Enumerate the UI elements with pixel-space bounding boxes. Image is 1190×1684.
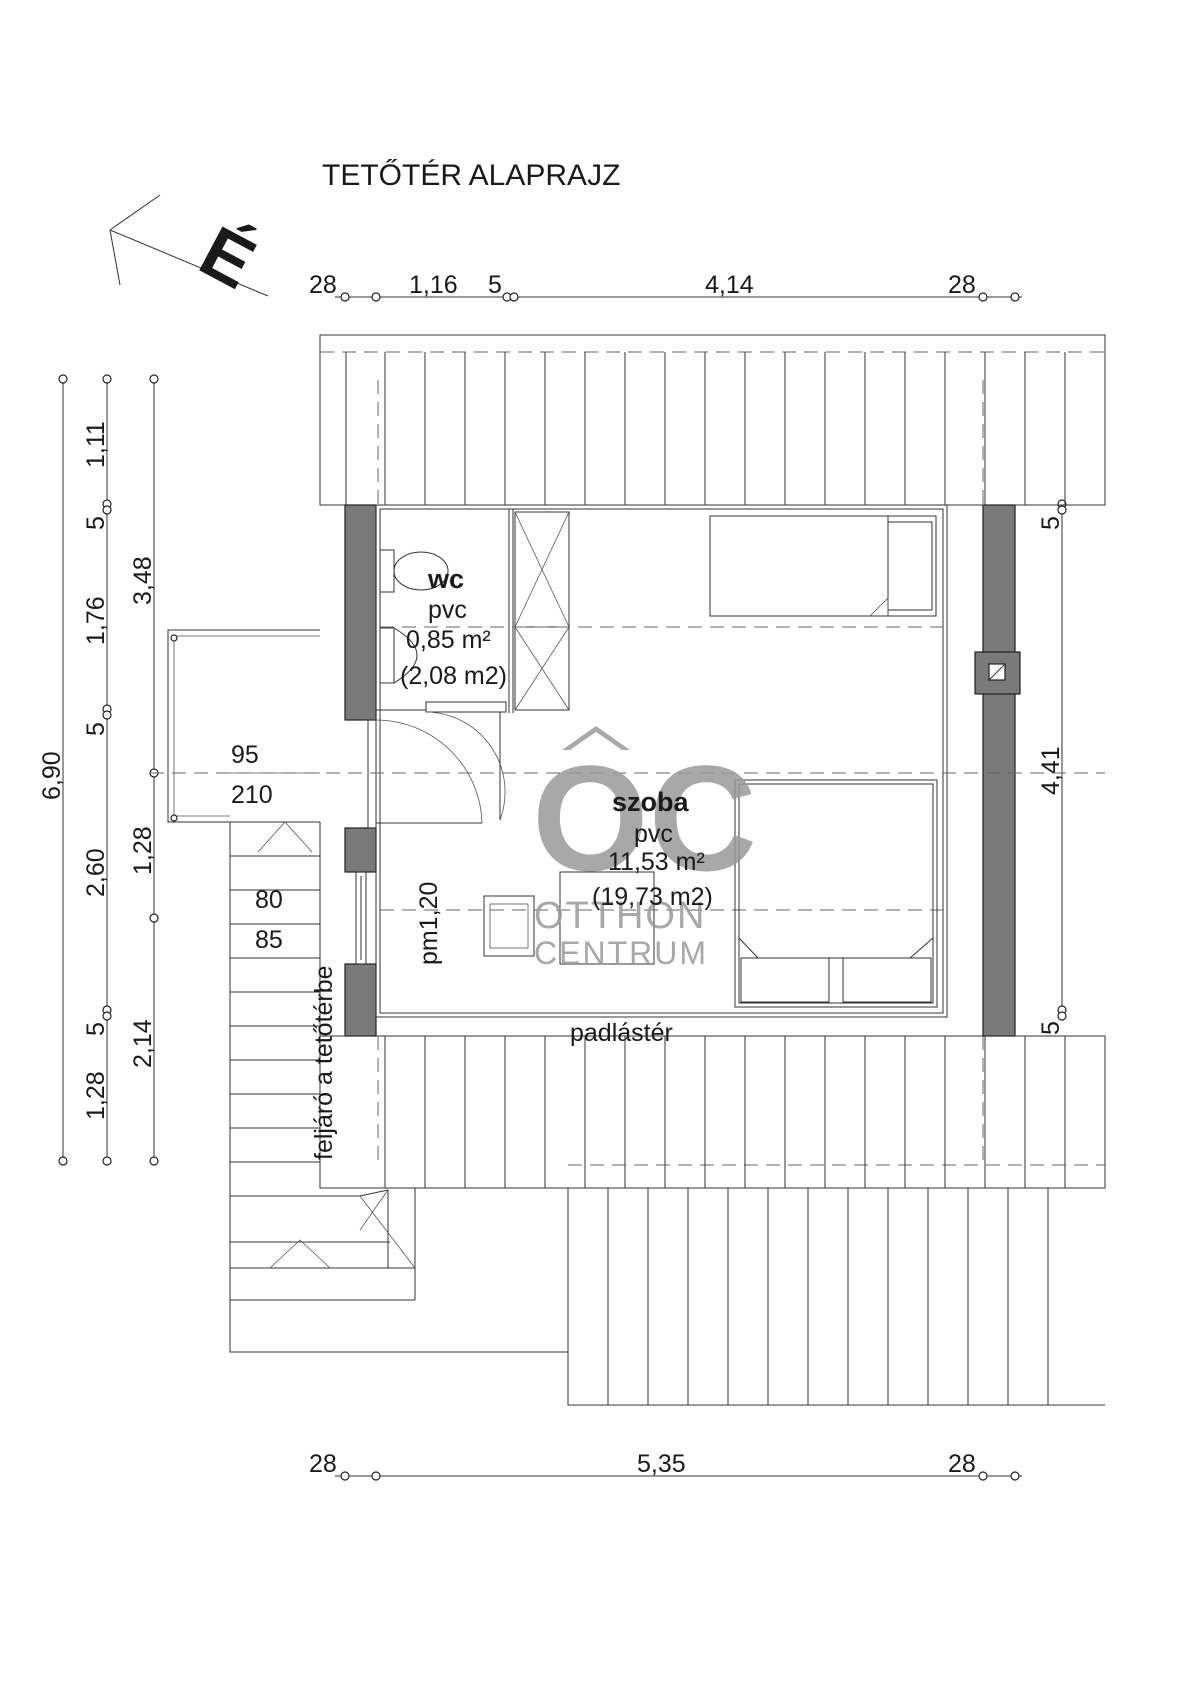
- dim-left-mid-1: 5: [82, 516, 110, 530]
- watermark-logo: OC OTTHON CENTRUM: [532, 726, 757, 971]
- staircase: [229, 821, 569, 1353]
- watermark-oc: OC: [532, 734, 757, 902]
- watermark-line1: OTTHON: [534, 895, 706, 937]
- window-label: pm1,20: [415, 882, 443, 965]
- dim-bottom-2: 28: [948, 1450, 976, 1478]
- dim-top-0: 28: [309, 271, 337, 299]
- plan-title: TETŐTÉR ALAPRAJZ: [322, 159, 620, 192]
- dim-left-mid-6: 1,28: [82, 1071, 110, 1120]
- szoba-name: szoba: [612, 787, 690, 817]
- dim-stair-1: 80: [255, 886, 283, 914]
- double-bed-icon: [734, 779, 938, 1008]
- wc-name: wc: [427, 564, 464, 594]
- dim-right-2: 5: [1037, 1021, 1065, 1035]
- single-bed-icon: [709, 515, 937, 617]
- dim-left-mid-2: 1,76: [82, 596, 110, 645]
- dim-left-mid-5: 5: [82, 1022, 110, 1036]
- dormer-roof: [567, 1187, 1105, 1406]
- dim-top-3: 4,14: [705, 271, 754, 299]
- wc-area-total: (2,08 m2): [400, 662, 507, 690]
- walls: [150, 504, 1105, 1037]
- table-icon: [559, 871, 655, 965]
- dim-right-0: 5: [1037, 516, 1065, 530]
- szoba-floor: pvc: [634, 820, 673, 848]
- right-dimension-line: 5 4,41 5: [1037, 499, 1067, 1035]
- roof-lower: [319, 1035, 1106, 1189]
- watermark-line2: CENTRUM: [534, 935, 708, 971]
- wc-floor: pvc: [428, 596, 467, 624]
- dim-left-inner-1: 1,28: [129, 826, 157, 875]
- room-wc: wc pvc 0,85 m² (2,08 m2): [400, 564, 507, 690]
- dim-right-1: 4,41: [1037, 746, 1065, 795]
- landing: 95 210 80 85: [167, 629, 320, 954]
- dim-stair-2: 85: [255, 926, 283, 954]
- dim-door-height: 210: [231, 781, 273, 809]
- bottom-dimension-line: 28 5,35 28: [309, 1450, 1022, 1481]
- north-arrow-icon: É: [109, 194, 269, 305]
- dim-top-2: 5: [488, 271, 502, 299]
- dim-left-inner-2: 2,14: [129, 1019, 157, 1068]
- dim-left-mid-4: 2,60: [82, 848, 110, 897]
- dim-left-mid-0: 1,11: [82, 421, 110, 468]
- room-szoba: szoba pvc 11,53 m² (19,73 m2): [592, 787, 713, 911]
- stair-access-label: feljáró a tetőtérbe: [310, 965, 338, 1160]
- left-dimension-lines: 6,90 1,11 5 1,76 5 2,60 5 1,28 3,48 1,28…: [38, 374, 159, 1166]
- wc-area: 0,85 m²: [406, 626, 491, 654]
- szoba-area-total: (19,73 m2): [592, 883, 713, 911]
- dim-left-mid-3: 5: [82, 722, 110, 736]
- armchair-icon: [483, 895, 535, 957]
- dim-left-inner-0: 3,48: [129, 556, 157, 605]
- attic-label: padlástér: [570, 1019, 673, 1047]
- toilet-icon: [379, 549, 395, 593]
- sink-icon: [379, 627, 395, 684]
- top-dimension-line: 28 1,16 5 4,14 28: [309, 271, 1022, 302]
- fixtures: [379, 515, 938, 1008]
- dim-top-1: 1,16: [409, 271, 458, 299]
- szoba-area: 11,53 m²: [608, 848, 705, 876]
- dim-top-4: 28: [948, 271, 976, 299]
- roof-upper: [319, 334, 1106, 506]
- dim-bottom-1: 5,35: [637, 1450, 686, 1478]
- dim-door-width: 95: [231, 741, 259, 769]
- dim-bottom-0: 28: [309, 1450, 337, 1478]
- dim-left-outer-0: 6,90: [38, 751, 66, 800]
